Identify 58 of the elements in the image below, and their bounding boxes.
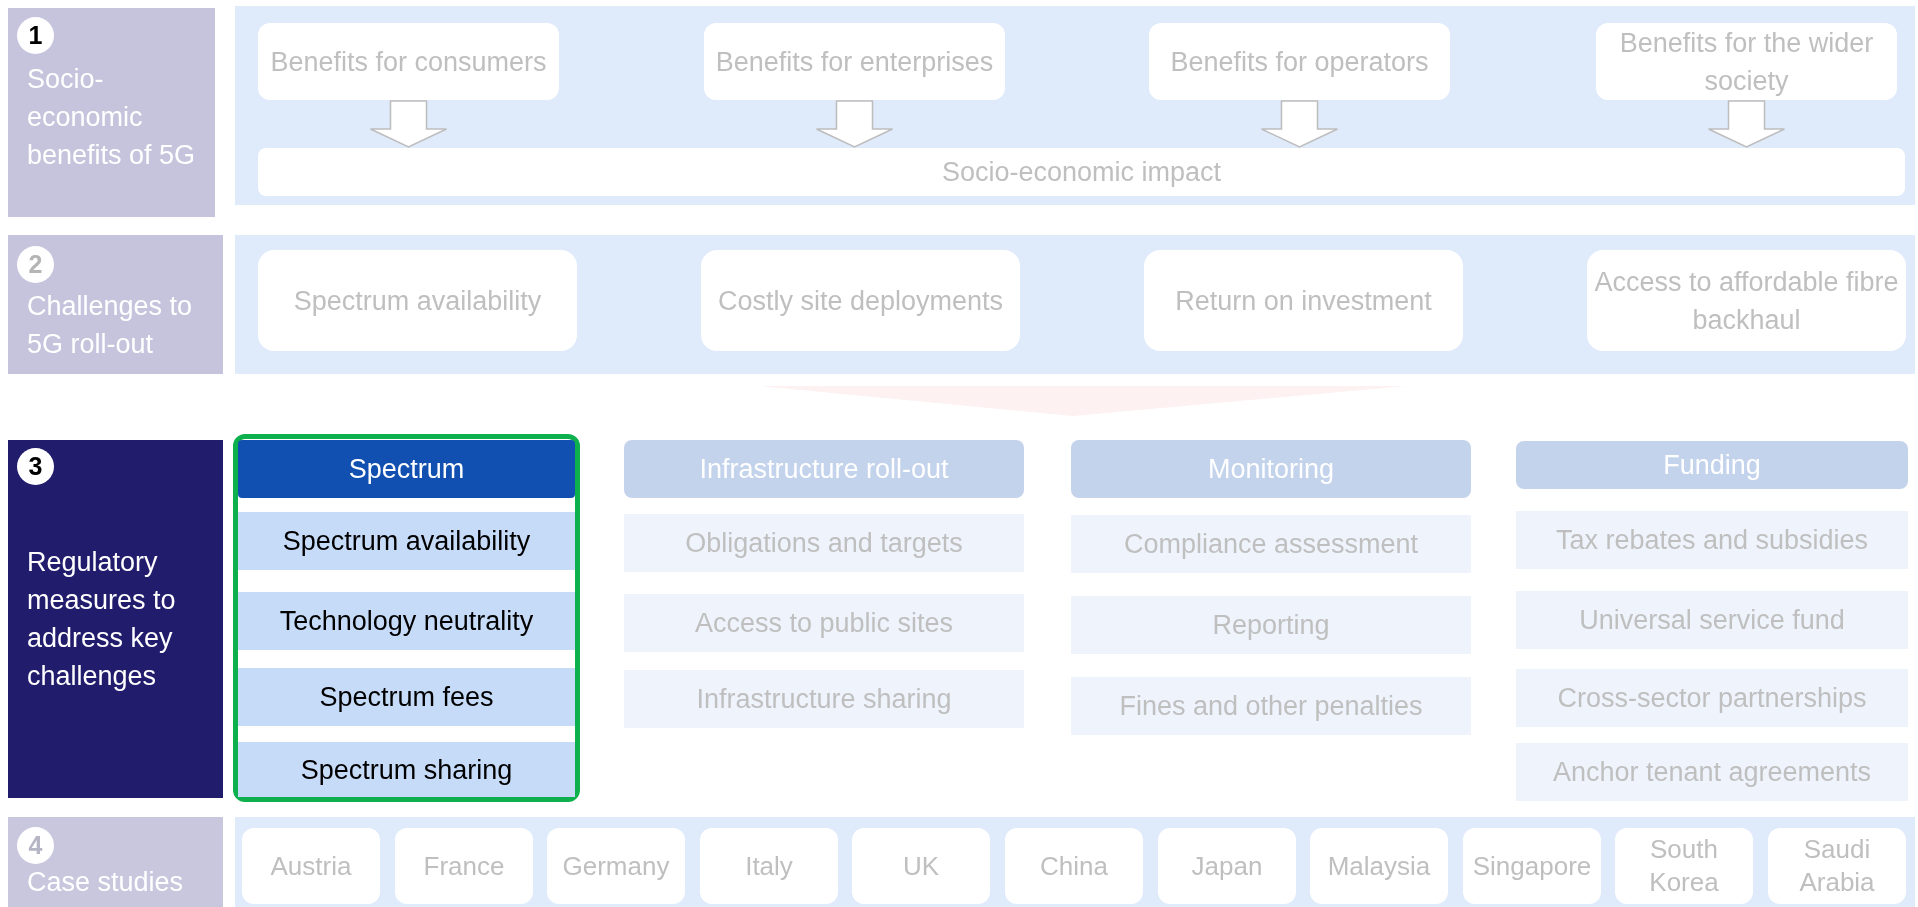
section-header (8, 817, 223, 907)
measure-item: Infrastructure sharing (624, 670, 1024, 728)
measure-item: Spectrum fees (238, 668, 575, 726)
category-header: Infrastructure roll-out (624, 440, 1024, 498)
measure-item: Obligations and targets (624, 514, 1024, 572)
country-card: Saudi Arabia (1768, 828, 1906, 904)
section-header (8, 8, 215, 217)
benefit-card: Benefits for the wider society (1596, 23, 1897, 100)
country-card: Italy (700, 828, 838, 904)
block-arrow (1707, 100, 1786, 148)
country-card: UK (852, 828, 990, 904)
country-card: Malaysia (1310, 828, 1448, 904)
challenge-card: Return on investment (1144, 250, 1463, 351)
benefit-card: Benefits for enterprises (704, 23, 1005, 100)
category-header: Funding (1516, 441, 1908, 489)
challenge-card: Access to affordable fibre backhaul (1587, 250, 1906, 351)
measure-item: Reporting (1071, 596, 1471, 654)
measure-item: Universal service fund (1516, 591, 1908, 649)
measure-item: Tax rebates and subsidies (1516, 511, 1908, 569)
step-number: 1 (17, 17, 54, 54)
impact-bar: Socio-economic impact (258, 148, 1905, 196)
measure-item: Spectrum sharing (238, 742, 575, 797)
measure-item: Access to public sites (624, 594, 1024, 652)
section-panel (235, 235, 1915, 374)
block-arrow (1260, 100, 1339, 148)
country-card: Austria (242, 828, 380, 904)
section-title: Regulatory measures to address key challenges (27, 546, 177, 693)
step-number: 3 (17, 448, 54, 485)
country-card: South Korea (1615, 828, 1753, 904)
challenge-card: Spectrum availability (258, 250, 577, 351)
section-title: Challenges to 5G roll-out (27, 290, 194, 361)
category-header: Spectrum (238, 440, 575, 498)
country-card: France (395, 828, 533, 904)
measure-item: Compliance assessment (1071, 515, 1471, 573)
section-title: Socio-economic benefits of 5G (27, 63, 197, 172)
section-panel (235, 6, 1915, 205)
measure-item: Fines and other penalties (1071, 677, 1471, 735)
measure-item: Spectrum availability (238, 512, 575, 570)
step-number: 2 (17, 246, 54, 283)
section-header (8, 235, 223, 374)
country-card: China (1005, 828, 1143, 904)
benefit-card: Benefits for operators (1149, 23, 1450, 100)
country-card: Japan (1158, 828, 1296, 904)
country-card: Singapore (1463, 828, 1601, 904)
block-arrow (369, 100, 448, 148)
benefit-card: Benefits for consumers (258, 23, 559, 100)
step-number: 4 (17, 827, 54, 864)
category-header: Monitoring (1071, 440, 1471, 498)
measure-item: Technology neutrality (238, 592, 575, 650)
challenge-card: Costly site deployments (701, 250, 1020, 351)
highlight-frame (233, 434, 580, 802)
country-card: Germany (547, 828, 685, 904)
measure-item: Anchor tenant agreements (1516, 743, 1908, 801)
section-panel (235, 817, 1915, 907)
section-header (8, 440, 223, 798)
section-title: Case studies (27, 866, 184, 899)
block-arrow (815, 100, 894, 148)
measure-item: Cross-sector partnerships (1516, 669, 1908, 727)
